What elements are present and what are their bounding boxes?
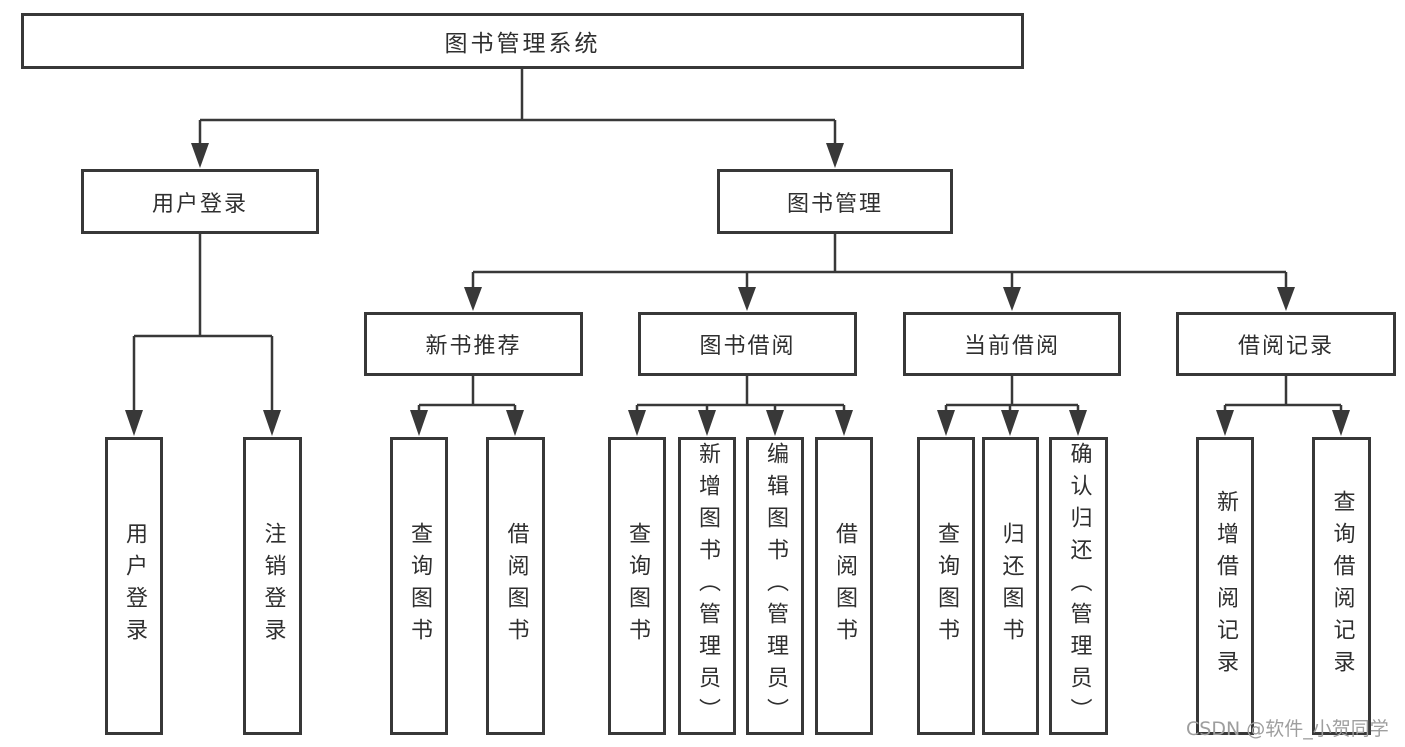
arrowhead-icon (410, 410, 428, 436)
node-label: 注销登录 (260, 522, 286, 650)
node-label: 借阅图书 (832, 522, 857, 650)
arrowhead-icon (191, 143, 209, 168)
leaf-return-book: 归还图书 (982, 437, 1039, 735)
arrowhead-icon (1332, 410, 1350, 436)
node-borrow-records: 借阅记录 (1176, 312, 1396, 376)
leaf-logout: 注销登录 (243, 437, 302, 735)
arrowhead-icon (738, 287, 756, 311)
node-label: 借阅图书 (503, 522, 529, 650)
leaf-edit-book-admin: 编辑图书（管理员） (746, 437, 804, 735)
node-label: 查询图书 (934, 522, 959, 650)
node-book-management: 图书管理 (717, 169, 953, 234)
arrowhead-icon (506, 410, 524, 436)
arrowhead-icon (1001, 410, 1019, 436)
node-label: 新增图书（管理员） (695, 442, 720, 730)
arrowhead-icon (125, 410, 143, 436)
node-book-borrow: 图书借阅 (638, 312, 857, 376)
arrowhead-icon (628, 410, 646, 436)
arrowhead-icon (464, 287, 482, 311)
arrowhead-icon (698, 410, 716, 436)
node-label: 用户登录 (122, 522, 147, 650)
leaf-query-borrow-record: 查询借阅记录 (1312, 437, 1371, 735)
arrowhead-icon (835, 410, 853, 436)
leaf-borrow-books: 借阅图书 (815, 437, 873, 735)
leaf-user-login: 用户登录 (105, 437, 163, 735)
node-label: 归还图书 (998, 522, 1024, 650)
node-library-management-system: 图书管理系统 (21, 13, 1024, 69)
node-label: 查询图书 (625, 522, 650, 650)
arrowhead-icon (826, 143, 844, 168)
node-label: 新书推荐 (425, 334, 522, 359)
leaf-add-book-admin: 新增图书（管理员） (678, 437, 736, 735)
node-label: 查询图书 (407, 522, 432, 650)
node-label: 图书管理 (786, 191, 883, 217)
leaf-query-books-borrow: 查询图书 (608, 437, 666, 735)
leaf-confirm-return-admin: 确认归还（管理员） (1049, 437, 1108, 735)
node-label: 图书管理系统 (444, 31, 601, 57)
arrowhead-icon (937, 410, 955, 436)
node-label: 查询借阅记录 (1329, 490, 1355, 682)
leaf-query-books-current: 查询图书 (917, 437, 975, 735)
node-label: 确认归还（管理员） (1066, 442, 1092, 730)
node-user-login: 用户登录 (81, 169, 319, 234)
arrowhead-icon (1277, 287, 1295, 311)
arrowhead-icon (263, 410, 281, 436)
node-label: 借阅记录 (1237, 334, 1334, 359)
node-label: 用户登录 (151, 191, 248, 217)
node-current-borrow: 当前借阅 (903, 312, 1121, 376)
arrowhead-icon (1003, 287, 1021, 311)
node-label: 图书借阅 (699, 334, 796, 359)
leaf-query-books-recommend: 查询图书 (390, 437, 448, 735)
leaf-add-borrow-record: 新增借阅记录 (1196, 437, 1254, 735)
csdn-watermark: CSDN @软件_小贺同学 (1186, 718, 1389, 740)
arrowhead-icon (766, 410, 784, 436)
arrowhead-icon (1069, 410, 1087, 436)
node-label: 新增借阅记录 (1213, 490, 1238, 682)
arrowhead-icon (1216, 410, 1234, 436)
node-new-book-recommend: 新书推荐 (364, 312, 583, 376)
node-label: 编辑图书（管理员） (763, 442, 788, 730)
node-label: 当前借阅 (963, 334, 1060, 359)
leaf-borrow-books-recommend: 借阅图书 (486, 437, 545, 735)
